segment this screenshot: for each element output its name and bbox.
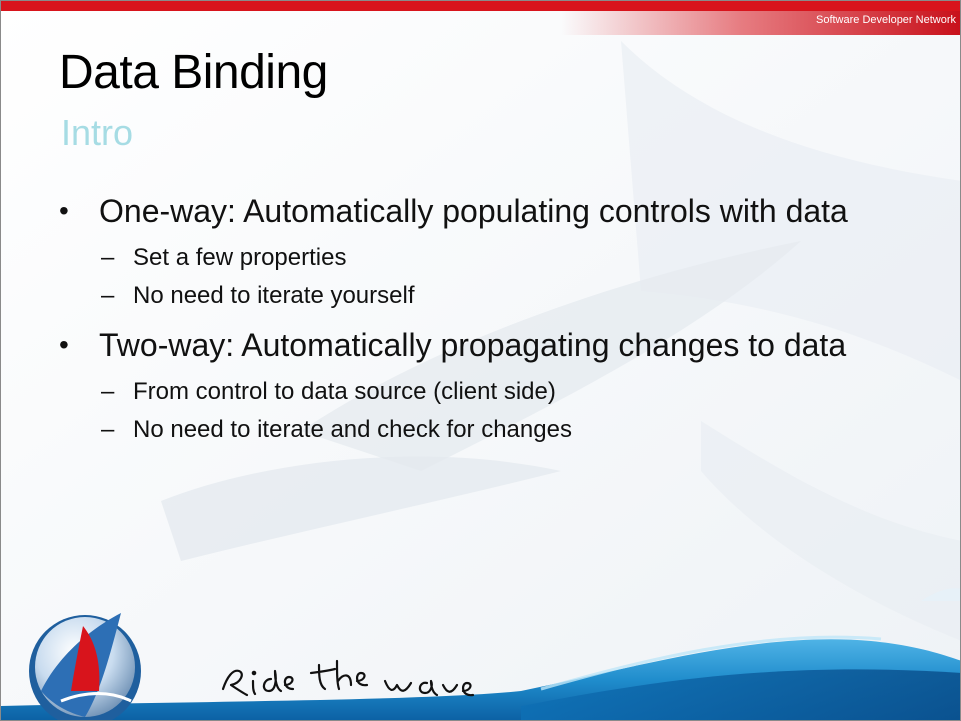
bullet-dot: • (59, 195, 69, 226)
sub-bullet-dash: – (101, 378, 115, 405)
brand-tag: Software Developer Network (815, 14, 956, 26)
sub-bullet-item: – Set a few properties (101, 239, 919, 277)
sub-bullet-list: – From control to data source (client si… (99, 373, 919, 449)
sub-bullet-item: – No need to iterate yourself (101, 277, 919, 315)
wave-band (1, 588, 960, 720)
slide-subtitle: Intro (61, 112, 134, 153)
bullet-list: • One-way: Automatically populating cont… (59, 189, 919, 457)
sub-bullet-text: No need to iterate yourself (133, 282, 415, 309)
sub-bullet-list: – Set a few properties – No need to iter… (99, 239, 919, 315)
sub-bullet-item: – No need to iterate and check for chang… (101, 411, 919, 449)
sub-bullet-text: From control to data source (client side… (133, 378, 556, 405)
sub-bullet-dash: – (101, 282, 115, 309)
bullet-item: • Two-way: Automatically propagating cha… (59, 323, 919, 449)
slide-title: Data Binding (59, 46, 328, 99)
sub-bullet-text: No need to iterate and check for changes (133, 416, 572, 443)
ride-the-wave-slogan (221, 659, 475, 697)
sub-bullet-dash: – (101, 416, 115, 443)
bullet-text: One-way: Automatically populating contro… (99, 193, 848, 229)
sub-bullet-item: – From control to data source (client si… (101, 373, 919, 411)
sub-bullet-dash: – (101, 244, 115, 271)
sdn-sail-logo-icon (29, 613, 141, 720)
sub-bullet-text: Set a few properties (133, 244, 347, 271)
top-accent-bar (1, 1, 960, 11)
bullet-text: Two-way: Automatically propagating chang… (99, 327, 847, 363)
header-brand-band (561, 11, 960, 35)
bullet-item: • One-way: Automatically populating cont… (59, 189, 919, 315)
bullet-dot: • (59, 329, 69, 360)
